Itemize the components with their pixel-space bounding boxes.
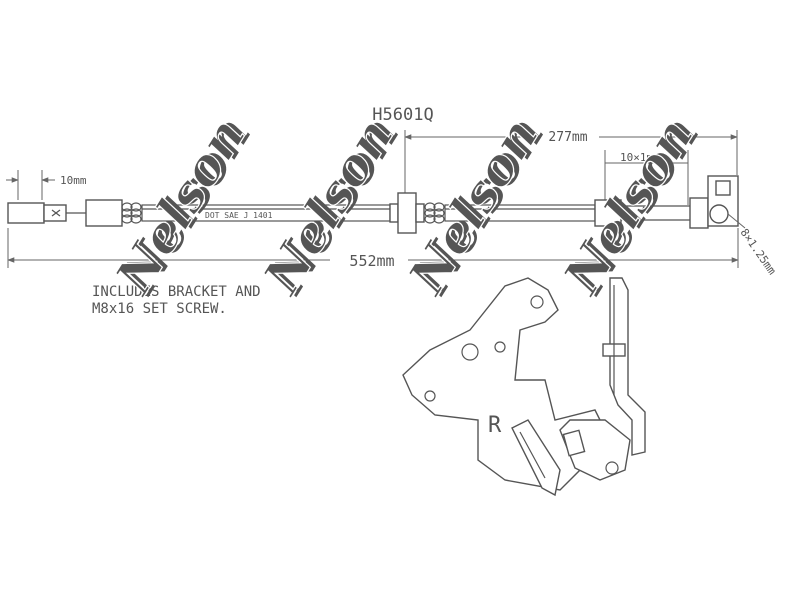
part-number: H5601Q — [372, 105, 433, 125]
note-line-1: INCLUDES BRACKET AND — [92, 284, 261, 300]
dim-total-length: 552mm — [7, 228, 739, 270]
dim-hose-section: 277mm — [404, 127, 738, 200]
bracket-mark: R — [488, 413, 502, 438]
hose-marking: DOT SAE J 1401 — [205, 211, 273, 220]
dim-fitting-length-label: 10mm — [60, 174, 87, 187]
dim-bolt-thread-label: 8×1.25mm — [738, 226, 779, 277]
hose-assembly: DOT SAE J 1401 — [7, 175, 739, 234]
note-line-2: M8x16 SET SCREW. — [92, 301, 227, 317]
dim-hose-section-label: 277mm — [548, 130, 587, 145]
bracket-drawing: R — [402, 277, 646, 497]
dim-thread-pitch-label: 10×1mm — [620, 151, 660, 164]
dim-thread-pitch: 10×1mm — [604, 150, 689, 205]
dim-fitting-length: 10mm — [6, 170, 87, 200]
dim-total-length-label: 552mm — [349, 252, 394, 270]
